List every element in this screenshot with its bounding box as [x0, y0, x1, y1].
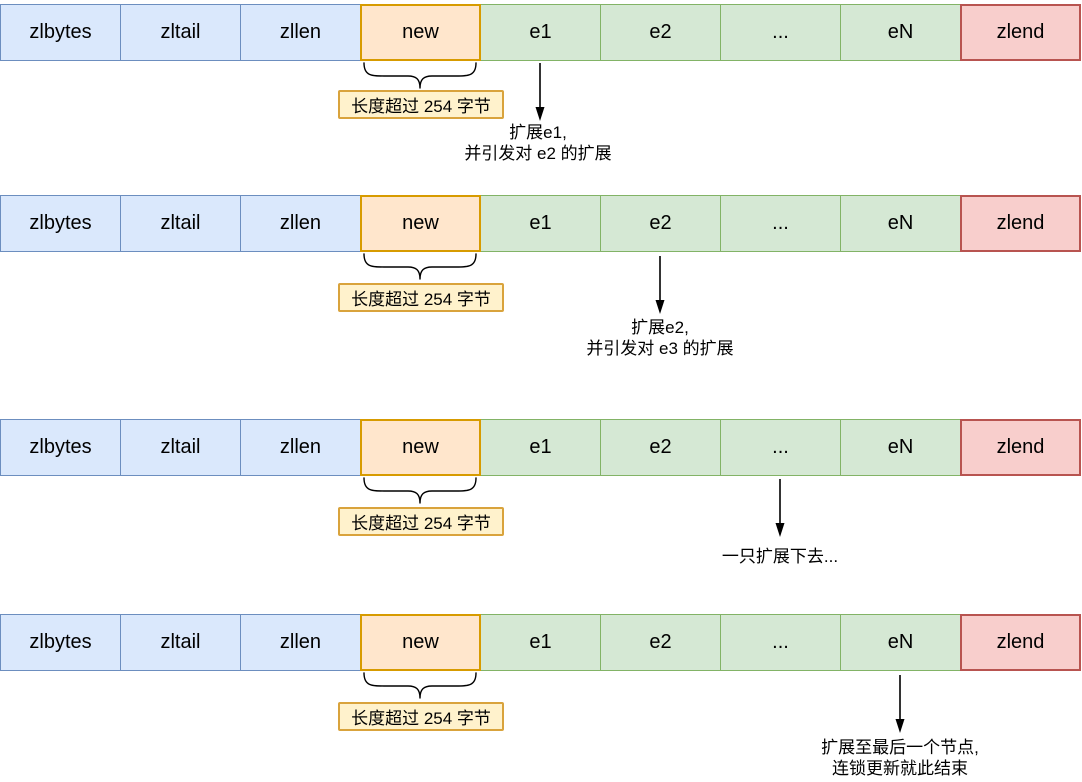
cell-new: new [360, 4, 481, 61]
cell-zlend: zlend [960, 614, 1081, 671]
annotation-line: 并引发对 e2 的扩展 [464, 144, 612, 163]
curly-brace-icon [363, 253, 477, 280]
length-note-badge: 长度超过 254 字节 [338, 283, 504, 312]
ziplist-bar: zlbytes zltail zllen new e1 e2 ... eN zl… [0, 419, 1082, 476]
length-note-badge: 长度超过 254 字节 [338, 90, 504, 119]
cell-zlend: zlend [960, 195, 1081, 252]
step-2-annotation: 扩展e2, 并引发对 e3 的扩展 [540, 317, 780, 359]
cell-zlbytes: zlbytes [0, 614, 121, 671]
down-arrow-icon [655, 256, 665, 314]
annotation-line: 扩展至最后一个节点, [821, 738, 979, 757]
annotation-line: 扩展e2, [631, 318, 689, 337]
cell-e2: e2 [600, 419, 721, 476]
cell-new: new [360, 195, 481, 252]
cell-zllen: zllen [240, 195, 361, 252]
cell-zltail: zltail [120, 419, 241, 476]
cell-zlbytes: zlbytes [0, 4, 121, 61]
cell-zlbytes: zlbytes [0, 419, 121, 476]
cell-ellipsis: ... [720, 195, 841, 252]
annotation-line: 并引发对 e3 的扩展 [586, 339, 734, 358]
cell-e1: e1 [480, 419, 601, 476]
cell-zlend: zlend [960, 4, 1081, 61]
step-3-annotation: 一只扩展下去... [660, 546, 900, 567]
cell-eN: eN [840, 4, 961, 61]
cell-e2: e2 [600, 195, 721, 252]
length-note-badge: 长度超过 254 字节 [338, 702, 504, 731]
cell-e2: e2 [600, 4, 721, 61]
down-arrow-icon [775, 479, 785, 537]
cell-ellipsis: ... [720, 419, 841, 476]
cell-zllen: zllen [240, 614, 361, 671]
cell-zlend: zlend [960, 419, 1081, 476]
cell-e2: e2 [600, 614, 721, 671]
annotation-line: 连锁更新就此结束 [832, 759, 968, 778]
cell-eN: eN [840, 419, 961, 476]
step-4-annotation: 扩展至最后一个节点, 连锁更新就此结束 [780, 737, 1020, 779]
length-note-badge: 长度超过 254 字节 [338, 507, 504, 536]
cell-zltail: zltail [120, 195, 241, 252]
cell-ellipsis: ... [720, 4, 841, 61]
cell-new: new [360, 614, 481, 671]
annotation-line: 一只扩展下去... [721, 547, 839, 566]
cell-ellipsis: ... [720, 614, 841, 671]
step-1-annotation: 扩展e1, 并引发对 e2 的扩展 [418, 122, 658, 164]
cell-e1: e1 [480, 4, 601, 61]
cell-zltail: zltail [120, 614, 241, 671]
cell-zltail: zltail [120, 4, 241, 61]
cell-zllen: zllen [240, 419, 361, 476]
down-arrow-icon [535, 63, 545, 121]
cell-eN: eN [840, 195, 961, 252]
cell-new: new [360, 419, 481, 476]
curly-brace-icon [363, 62, 477, 89]
curly-brace-icon [363, 672, 477, 699]
cell-e1: e1 [480, 195, 601, 252]
annotation-line: 扩展e1, [509, 123, 567, 142]
ziplist-bar: zlbytes zltail zllen new e1 e2 ... eN zl… [0, 4, 1082, 61]
ziplist-bar: zlbytes zltail zllen new e1 e2 ... eN zl… [0, 195, 1082, 252]
curly-brace-icon [363, 477, 477, 504]
cell-zllen: zllen [240, 4, 361, 61]
cell-e1: e1 [480, 614, 601, 671]
down-arrow-icon [895, 675, 905, 733]
cell-zlbytes: zlbytes [0, 195, 121, 252]
ziplist-bar: zlbytes zltail zllen new e1 e2 ... eN zl… [0, 614, 1082, 671]
cell-eN: eN [840, 614, 961, 671]
